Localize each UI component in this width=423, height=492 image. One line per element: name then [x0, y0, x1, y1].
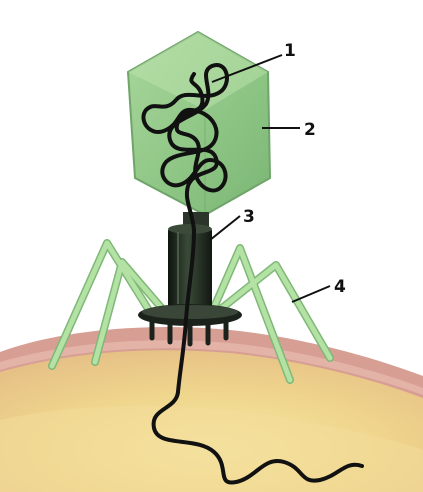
leader-line-3 [210, 216, 240, 240]
label-tail-fibers: 4 [334, 277, 346, 297]
label-dna: 1 [284, 41, 296, 61]
label-tail-sheath: 3 [243, 207, 255, 227]
label-capsid: 2 [304, 120, 316, 140]
leader-line-4 [292, 286, 330, 302]
capsid [128, 32, 270, 215]
baseplate [138, 304, 242, 344]
